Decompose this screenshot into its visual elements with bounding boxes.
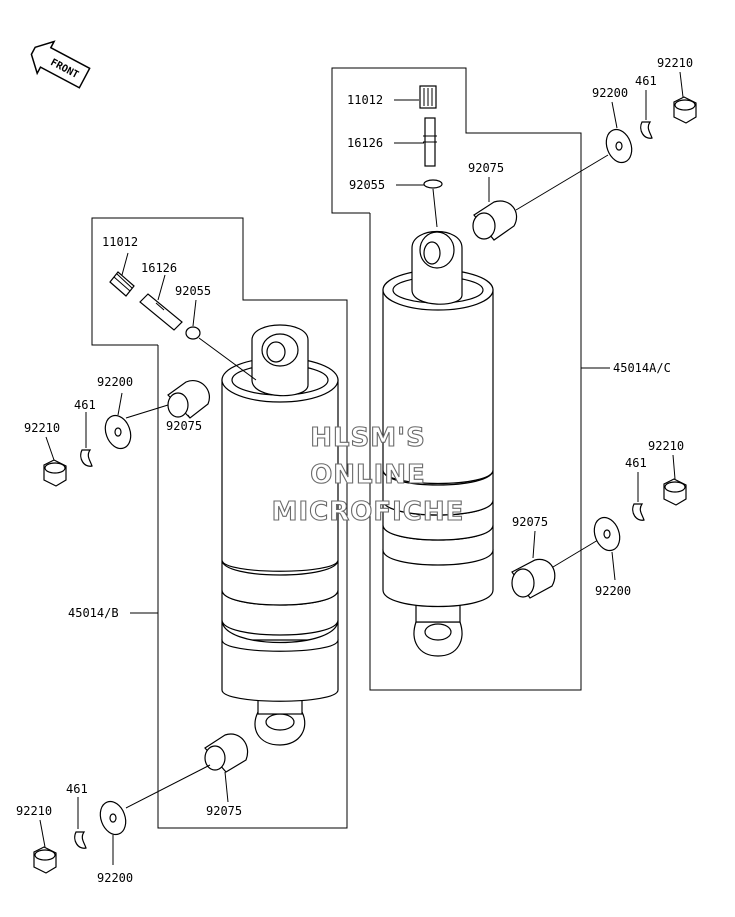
label-right-washer-upper: 92200 [592,86,628,100]
right-valve [423,117,437,167]
label-left-washer-upper: 92200 [97,375,133,389]
left-cotter-pin-upper [80,449,93,467]
watermark: HLSM'S ONLINE MICROFICHE [271,422,465,527]
label-right-cotter-pin-upper: 461 [635,74,657,88]
right-cotter-pin-upper [640,121,653,139]
left-nut-upper [43,459,67,487]
label-left-valve-cap: 11012 [102,235,138,249]
label-left-assembly: 45014/B [68,606,119,620]
left-valve-cap [109,271,135,297]
left-shock-absorber [221,324,339,746]
left-valve [139,293,183,331]
left-assembly-bracket [91,217,348,829]
right-o-ring [423,179,443,189]
label-left-collar-lower: 92075 [206,804,242,818]
front-arrow: FRONT [30,40,91,89]
watermark-line-1: HLSM'S [310,423,426,453]
label-right-nut-upper: 92210 [657,56,693,70]
label-left-cotter-pin-upper: 461 [74,398,96,412]
right-washer-upper [605,128,633,164]
right-valve-cap [419,85,437,109]
label-right-washer-lower: 92200 [595,584,631,598]
watermark-line-3: MICROFICHE [272,497,465,527]
right-shock-absorber [382,230,494,657]
left-collar-lower [204,733,249,773]
label-left-washer-lower: 92200 [97,871,133,885]
label-right-nut-lower: 92210 [648,439,684,453]
right-assembly-bracket [331,67,582,691]
left-nut-lower [33,846,57,874]
label-left-cotter-pin-lower: 461 [66,782,88,796]
left-cotter-pin-lower [74,831,87,849]
right-cotter-pin-lower [632,503,645,521]
left-washer-lower [99,800,127,836]
left-washer-upper [104,414,132,450]
right-collar-upper [472,200,518,241]
right-nut-upper [673,96,697,124]
label-left-o-ring: 92055 [175,284,211,298]
label-left-collar-upper: 92075 [166,419,202,433]
label-right-assembly: 45014A/C [613,361,671,375]
label-right-valve-cap: 11012 [347,93,383,107]
label-right-o-ring: 92055 [349,178,385,192]
label-right-collar-upper: 92075 [468,161,504,175]
right-collar-lower [511,558,556,599]
left-o-ring [185,326,201,340]
label-right-collar-lower: 92075 [512,515,548,529]
label-right-cotter-pin-lower: 461 [625,456,647,470]
label-left-nut-lower: 92210 [16,804,52,818]
label-left-valve: 16126 [141,261,177,275]
watermark-line-2: ONLINE [310,460,426,490]
right-washer-lower [593,516,621,552]
left-collar-upper [167,380,210,419]
right-nut-lower [663,478,687,506]
label-left-nut-upper: 92210 [24,421,60,435]
label-right-valve: 16126 [347,136,383,150]
